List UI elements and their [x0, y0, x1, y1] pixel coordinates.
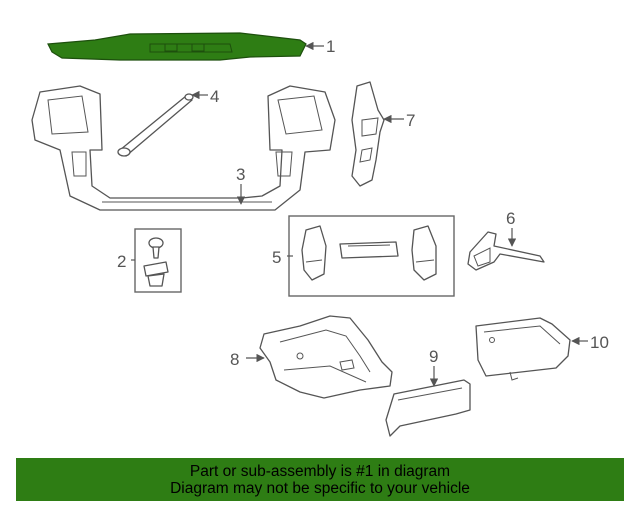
part-1-upper-tie-bar[interactable]	[47, 32, 307, 61]
callout-5: 5	[272, 248, 281, 267]
part-7-bracket[interactable]	[351, 81, 385, 187]
callout-7: 7	[406, 111, 415, 130]
part-3-radiator-support[interactable]	[31, 85, 336, 211]
callout-4: 4	[210, 87, 219, 106]
part-8-splash-shield[interactable]	[259, 315, 393, 399]
banner-line-2: Diagram may not be specific to your vehi…	[170, 479, 470, 497]
part-4-prop-rod[interactable]	[117, 93, 194, 157]
part-9-panel[interactable]	[385, 379, 471, 437]
callout-2: 2	[117, 252, 126, 271]
part-2-fasteners[interactable]	[143, 237, 169, 287]
banner-line-1: Part or sub-assembly is #1 in diagram	[189, 462, 451, 480]
callout-10: 10	[590, 333, 609, 352]
part-10-deflector[interactable]	[475, 317, 571, 381]
part-6-latch-support[interactable]	[467, 231, 545, 271]
callout-1: 1	[326, 37, 335, 56]
part-5-bracket-set[interactable]	[301, 225, 437, 281]
callout-3: 3	[236, 165, 245, 184]
callout-8: 8	[230, 350, 239, 369]
info-banner: Part or sub-assembly is #1 in diagram Di…	[16, 458, 624, 501]
callout-6: 6	[506, 209, 515, 228]
callout-9: 9	[429, 347, 438, 366]
